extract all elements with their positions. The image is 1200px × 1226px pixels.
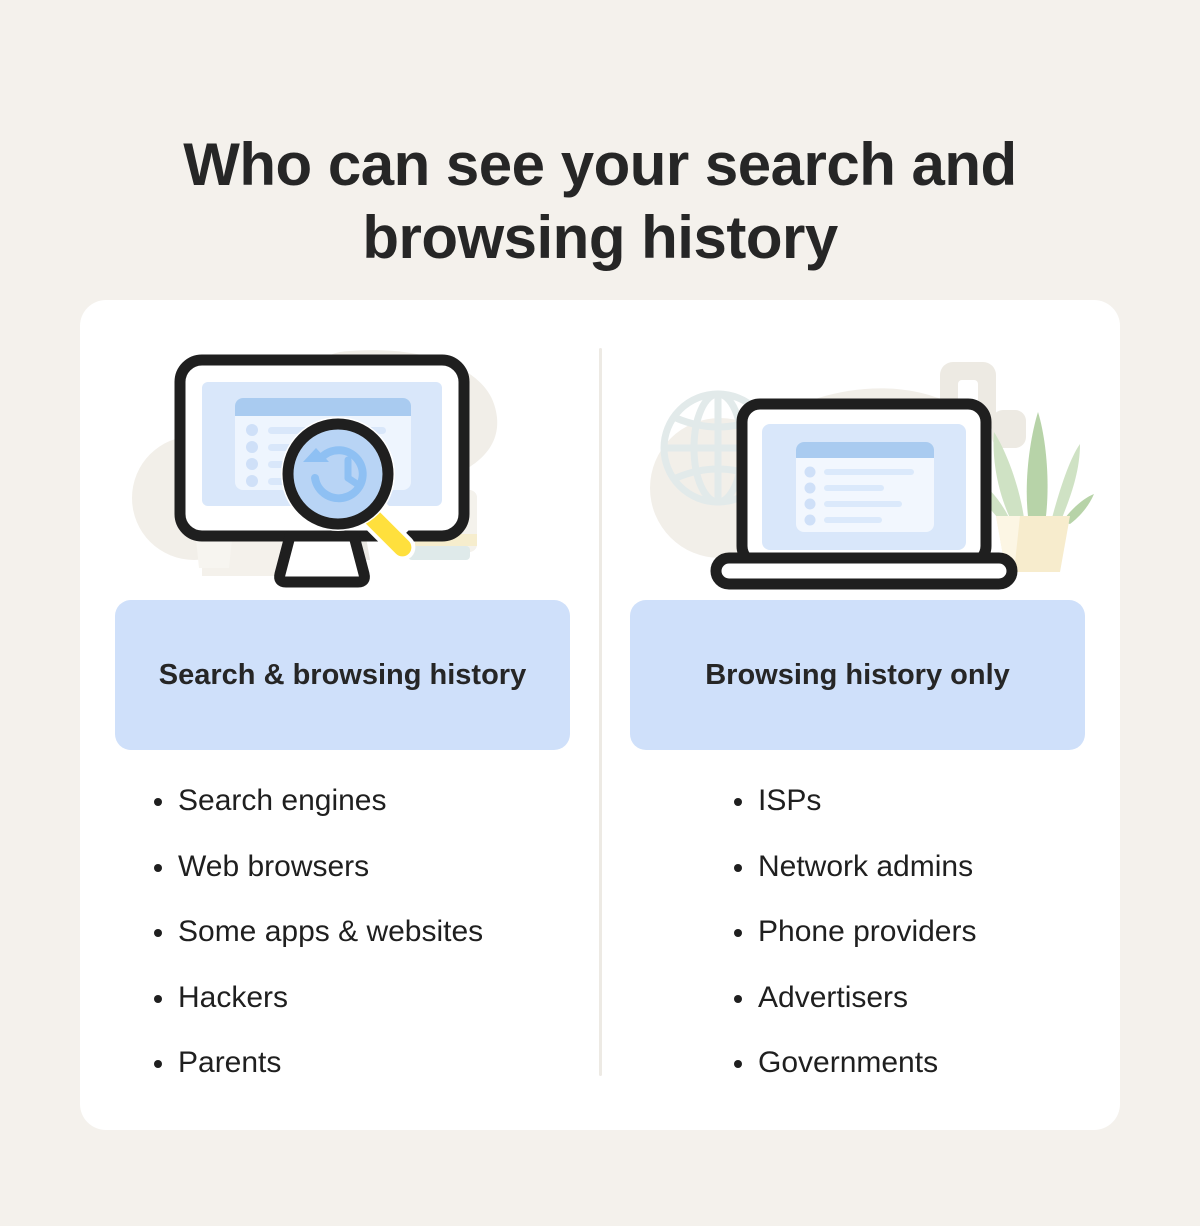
list-item: Phone providers [732, 916, 976, 948]
page-title-line-1: Who can see your search and [183, 131, 1017, 199]
heading-pill-browsing-only: Browsing history only [630, 600, 1085, 750]
plant-decoration [972, 412, 1094, 572]
list-item: Search engines [152, 785, 483, 817]
column-search-and-browsing: Search & browsing history Search engines… [90, 300, 590, 1130]
list-item: Hackers [152, 981, 483, 1014]
list-search-and-browsing: Search engines Web browsers Some apps & … [152, 785, 483, 1113]
laptop-graphic [710, 398, 1018, 590]
magnifier-history-icon [281, 417, 416, 561]
list-item: Some apps & websites [152, 916, 483, 948]
list-item: Governments [732, 1047, 976, 1079]
laptop-illustration [610, 348, 1110, 596]
heading-pill-label: Browsing history only [705, 658, 1010, 691]
heading-pill-label: Search & browsing history [158, 658, 527, 691]
list-item: Advertisers [732, 981, 976, 1014]
page-title: Who can see your search and browsing his… [100, 128, 1100, 274]
column-divider [599, 348, 602, 1076]
list-item: Network admins [732, 850, 976, 883]
list-item: Web browsers [152, 850, 483, 883]
page-title-line-2: browsing history [362, 204, 838, 272]
heading-pill-search-and-browsing: Search & browsing history [115, 600, 570, 750]
list-browsing-only: ISPs Network admins Phone providers Adve… [732, 785, 976, 1113]
comparison-card: Search & browsing history Search engines… [80, 300, 1120, 1130]
list-item: ISPs [732, 785, 976, 817]
column-browsing-only: Browsing history only ISPs Network admin… [610, 300, 1110, 1130]
desktop-monitor-illustration [90, 348, 590, 596]
list-item: Parents [152, 1047, 483, 1079]
